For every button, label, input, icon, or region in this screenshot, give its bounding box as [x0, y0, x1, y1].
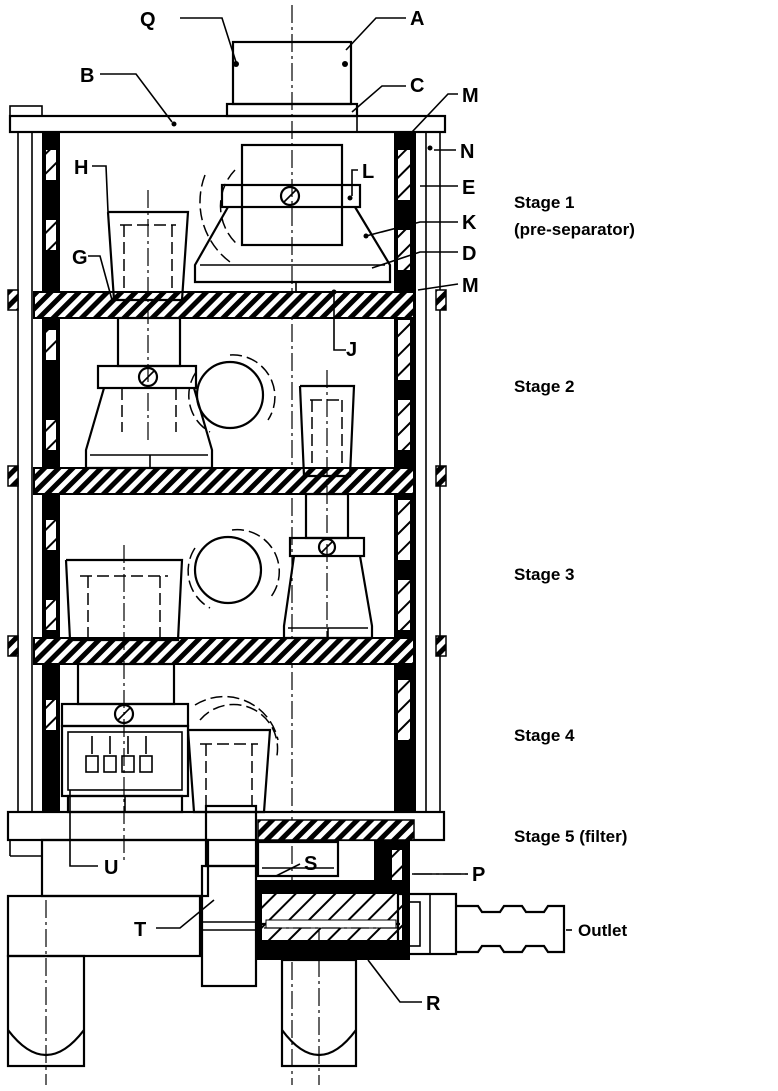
stage-plates	[7, 289, 447, 665]
label-s: S	[304, 853, 317, 875]
stage3-components	[64, 492, 374, 860]
label-u: U	[104, 857, 118, 879]
label-h: H	[74, 157, 88, 179]
stage1-label: Stage 1	[514, 193, 574, 212]
label-l: L	[362, 161, 374, 183]
stage4-label: Stage 4	[514, 726, 575, 745]
label-p: P	[472, 864, 485, 886]
label-g: G	[72, 247, 88, 269]
stage4-components	[60, 662, 279, 814]
stage2-label: Stage 2	[514, 377, 574, 396]
label-m-top: M	[462, 85, 479, 107]
base-assembly	[6, 804, 566, 1085]
stage5-label: Stage 5 (filter)	[514, 827, 627, 846]
stage3-label: Stage 3	[514, 565, 574, 584]
label-e: E	[462, 177, 475, 199]
lid	[8, 105, 447, 134]
label-j: J	[346, 339, 357, 361]
label-r: R	[426, 993, 441, 1015]
label-k: K	[462, 212, 477, 234]
label-t: T	[134, 919, 146, 941]
outlet-label: Outlet	[578, 921, 627, 940]
label-c: C	[410, 75, 424, 97]
leader-lines	[69, 17, 572, 1003]
stage1-nozzle-cup	[106, 190, 190, 440]
stage1-sublabel: (pre-separator)	[514, 220, 635, 239]
label-n: N	[460, 141, 474, 163]
label-a: A	[410, 8, 424, 30]
stage2-components	[84, 316, 356, 640]
label-m-lower: M	[462, 275, 479, 297]
label-b: B	[80, 65, 94, 87]
stage1-preseparator	[193, 143, 392, 295]
label-q: Q	[140, 9, 156, 31]
label-d: D	[462, 243, 476, 265]
